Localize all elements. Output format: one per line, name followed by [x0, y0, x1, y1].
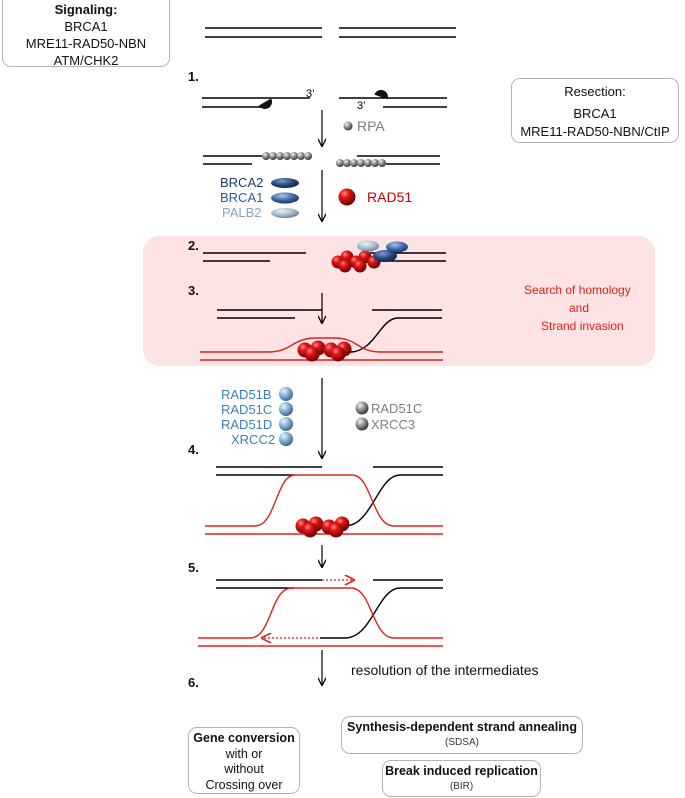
step-label: 3. — [188, 283, 199, 298]
rad51-sphere-icon — [330, 346, 346, 362]
step-label: 2. — [188, 238, 199, 253]
resection-title: Resection: — [564, 84, 626, 99]
rpa-bead-icon — [304, 152, 312, 160]
rad51-sphere-icon — [328, 522, 344, 538]
step3-red-template — [200, 337, 443, 361]
rpa-bead-icon — [350, 159, 358, 167]
brca2-ellipse-icon — [271, 178, 299, 188]
rpa-bead-icon — [283, 152, 291, 160]
rad51-filament — [295, 516, 350, 538]
signaling-box: Signaling: BRCA1 MRE11-RAD50-NBN ATM/CHK… — [2, 0, 170, 68]
palb2-label: PALB2 — [222, 205, 262, 220]
rpa-bead-icon — [269, 152, 277, 160]
gene-conversion-line: without — [224, 762, 264, 776]
bir-box: Break induced replication (BIR) — [382, 760, 541, 797]
double-strand-break — [205, 27, 456, 38]
gene-conversion-title: Gene conversion — [193, 731, 295, 745]
rad51-sphere-icon — [304, 346, 320, 362]
gene-conversion-box: Gene conversion with or without Crossing… — [188, 727, 300, 794]
rad51-paralog-sphere-icon — [279, 417, 293, 431]
rad51-paralog-sphere-icon — [355, 401, 369, 415]
rad51-sphere-icon — [338, 188, 356, 206]
palb2-ellipse-icon — [357, 240, 379, 252]
sdsa-box: Synthesis-dependent strand annealing (SD… — [341, 716, 583, 754]
rad51-filament — [297, 340, 352, 362]
step-label: 5. — [188, 560, 199, 575]
sdsa-title: Synthesis-dependent strand annealing — [347, 720, 577, 734]
brca2-label: BRCA2 — [220, 175, 264, 190]
rad51d-label: RAD51D — [221, 417, 273, 432]
gene-conversion-line: Crossing over — [205, 777, 283, 792]
rad51-paralog-sphere-icon — [279, 387, 293, 401]
brca1-label: BRCA1 — [220, 190, 264, 205]
exonuclease-icon — [258, 98, 272, 109]
rad51-sphere-icon — [302, 522, 318, 538]
brca1-ellipse-icon — [271, 192, 299, 204]
resection-item: BRCA1 — [573, 106, 617, 121]
rpa-coated-ssdna — [203, 155, 440, 165]
step4-black-strands — [216, 466, 443, 527]
brca1-ellipse-icon — [386, 241, 408, 253]
resection-box: Resection: BRCA1 MRE11-RAD50-NBN/CtIP — [511, 78, 679, 143]
step5-black-strands — [216, 579, 443, 639]
rpa-bead-icon — [276, 152, 284, 160]
bir-title: Break induced replication — [385, 764, 538, 778]
resolution-label: resolution of the intermediates — [351, 662, 539, 678]
palb2-ellipse-icon — [271, 208, 299, 218]
rad51-sphere-icon — [338, 259, 352, 273]
rpa-bead-icon — [297, 152, 305, 160]
rad51-paralog-sphere-icon — [279, 402, 293, 416]
rpa-bead-row — [262, 152, 312, 160]
rad51-sphere-icon — [353, 259, 367, 273]
step4-red-template — [205, 474, 443, 535]
rpa-bead-icon — [336, 159, 344, 167]
bir-abbr: (BIR) — [449, 781, 474, 792]
search-homology-label: Search of homology — [524, 283, 631, 297]
and-label: and — [569, 301, 590, 315]
rpa-bead-icon — [290, 152, 298, 160]
rad51c-label: RAD51C — [371, 401, 423, 416]
rpa-label: RPA — [357, 118, 385, 134]
rpa-bead-icon — [371, 159, 379, 167]
step-label: 4. — [188, 442, 199, 457]
gene-conversion-line: with or — [225, 746, 263, 761]
new-synthesis-arrows — [262, 580, 354, 638]
rpa-bead-icon — [364, 159, 372, 167]
signaling-item: ATM/CHK2 — [53, 53, 119, 68]
step-label: 1. — [188, 69, 199, 84]
strand-invasion-label: Strand invasion — [541, 319, 624, 333]
signaling-title: Signaling: — [54, 2, 118, 17]
rpa-bead-icon — [343, 159, 351, 167]
xrcc3-label: XRCC3 — [371, 417, 416, 432]
brca2-ellipse-icon — [373, 250, 397, 262]
step-label: 6. — [188, 675, 199, 690]
signaling-item: MRE11-RAD50-NBN — [25, 36, 147, 51]
xrcc2-label: XRCC2 — [231, 432, 276, 447]
rad51-paralog-sphere-icon — [355, 417, 369, 431]
signaling-item: BRCA1 — [64, 19, 108, 34]
step5-red-template — [198, 587, 443, 647]
rpa-bead-icon — [343, 121, 353, 131]
rad51-filament — [331, 250, 381, 273]
resection-item: MRE11-RAD50-NBN/CtIP — [520, 124, 670, 139]
rad51-paralog-sphere-icon — [279, 432, 293, 446]
three-prime-label: 3’ — [357, 100, 366, 112]
rad51b-label: RAD51B — [221, 387, 272, 402]
homology-search-highlight — [143, 236, 655, 366]
rpa-bead-icon — [378, 159, 386, 167]
step3-black-strands — [217, 309, 442, 353]
sdsa-abbr: (SDSA) — [445, 737, 479, 748]
exonuclease-icon — [374, 90, 388, 100]
resection-strands — [202, 97, 447, 108]
rpa-bead-icon — [262, 152, 270, 160]
rpa-bead-row — [336, 159, 386, 167]
three-prime-label: 3’ — [306, 88, 315, 100]
rpa-bead-icon — [357, 159, 365, 167]
rad51c-label: RAD51C — [221, 402, 273, 417]
rad51-label: RAD51 — [367, 189, 413, 205]
